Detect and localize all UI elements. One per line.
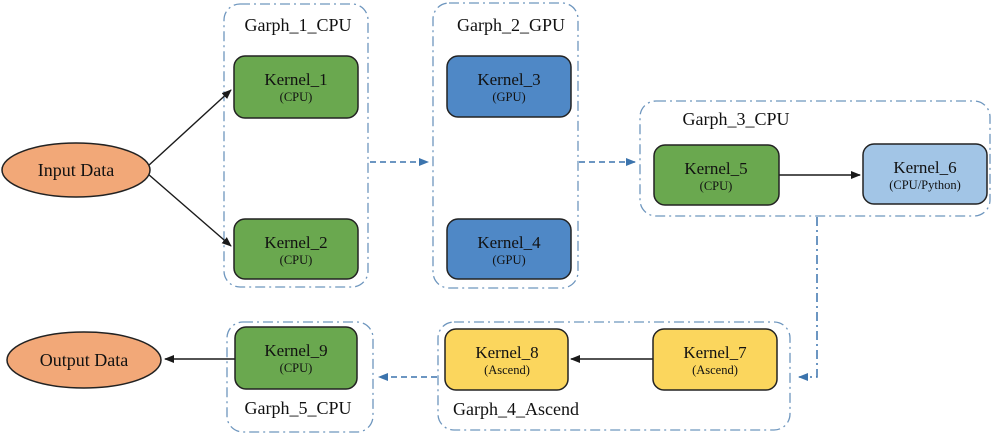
kernel-1-node: Kernel_1 (CPU) (233, 55, 359, 119)
kernel-3-device: (GPU) (492, 90, 525, 104)
kernel-4-box (446, 218, 572, 280)
kernel-8-name: Kernel_8 (475, 343, 538, 362)
group-title-garph-4-ascend: Garph_4_Ascend (453, 399, 579, 419)
input-data-node: Input Data (1, 142, 151, 198)
kernel-4-name: Kernel_4 (477, 233, 541, 252)
kernel-3-node: Kernel_3 (GPU) (446, 55, 572, 118)
kernel-8-box (444, 328, 569, 391)
kernel-1-device: (CPU) (280, 90, 313, 104)
output-data-label: Output Data (40, 350, 128, 370)
group-box-garph-3-cpu (639, 100, 991, 217)
kernel-6-name: Kernel_6 (893, 158, 956, 177)
kernel-2-box (233, 218, 359, 280)
kernel-6-node: Kernel_6 (CPU/Python) (862, 143, 988, 205)
kernel-3-name: Kernel_3 (477, 70, 540, 89)
output-data-ellipse (6, 331, 162, 389)
kernel-9-node: Kernel_9 (CPU) (234, 326, 358, 390)
kernel-7-device: (Ascend) (692, 363, 738, 377)
kernel-7-name: Kernel_7 (683, 343, 747, 362)
group-box-garph-1-cpu (223, 3, 369, 288)
kernel-7-box (652, 328, 778, 391)
kernel-5-device: (CPU) (700, 179, 733, 193)
kernel-4-device: (GPU) (492, 253, 525, 267)
kernel-4-node: Kernel_4 (GPU) (446, 218, 572, 280)
kernel-2-device: (CPU) (280, 253, 313, 267)
kernel-7-node: Kernel_7 (Ascend) (652, 328, 778, 391)
kernel-1-name: Kernel_1 (264, 70, 327, 89)
kernel-2-node: Kernel_2 (CPU) (233, 218, 359, 280)
kernel-6-box (862, 143, 988, 205)
kernel-3-box (446, 55, 572, 118)
input-data-label: Input Data (38, 160, 114, 180)
kernel-5-node: Kernel_5 (CPU) (653, 144, 780, 206)
group-title-garph-1-cpu: Garph_1_CPU (245, 15, 352, 35)
group-title-garph-3-cpu: Garph_3_CPU (683, 109, 790, 129)
output-data-node: Output Data (6, 331, 162, 389)
group-box-garph-4-ascend (437, 321, 791, 431)
group-title-garph-5-cpu: Garph_5_CPU (245, 398, 352, 418)
kernel-9-box (234, 326, 358, 390)
kernel-8-node: Kernel_8 (Ascend) (444, 328, 569, 391)
kernel-6-device: (CPU/Python) (889, 178, 961, 192)
kernel-9-device: (CPU) (280, 361, 313, 375)
connector-garph3-to-garph4 (798, 217, 818, 381)
arrow-input-to-kernel1 (147, 89, 232, 167)
group-box-garph-2-gpu (432, 2, 579, 289)
kernel-2-name: Kernel_2 (264, 233, 327, 252)
kernel-5-name: Kernel_5 (684, 159, 747, 178)
input-data-ellipse (1, 142, 151, 198)
kernel-1-box (233, 55, 359, 119)
arrow-input-to-kernel2 (147, 173, 232, 247)
group-title-garph-2-gpu: Garph_2_GPU (457, 15, 565, 35)
kernel-9-name: Kernel_9 (264, 341, 327, 360)
kernel-5-box (653, 144, 780, 206)
kernel-8-device: (Ascend) (484, 363, 530, 377)
